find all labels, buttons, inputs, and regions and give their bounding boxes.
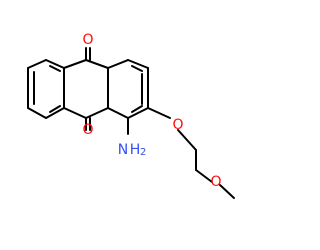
bond <box>127 107 149 119</box>
quinone-ring <box>63 47 109 131</box>
ether-bond-3 <box>195 169 213 183</box>
bond <box>45 107 65 119</box>
right-benzene-ring <box>107 59 149 119</box>
amine-hydrogen-count: 2 <box>140 147 146 158</box>
bond <box>27 59 47 69</box>
double-bond-inner <box>131 105 143 113</box>
ether-oxygen-2: O <box>210 174 221 190</box>
ketone-oxygen-top: O <box>82 32 93 48</box>
amine-hydrogen: H <box>130 142 141 158</box>
bond <box>127 59 149 69</box>
bond <box>85 59 109 69</box>
bond <box>27 107 47 119</box>
bond <box>107 107 129 119</box>
bond <box>45 59 65 69</box>
bond <box>63 107 87 119</box>
ether-bond-2 <box>177 129 197 151</box>
amine-nitrogen: N <box>118 142 128 158</box>
substituents <box>127 107 235 199</box>
left-benzene-ring <box>27 59 65 119</box>
amine-group: N H 2 <box>118 142 147 158</box>
bond <box>63 59 87 69</box>
double-bond-inner <box>131 65 143 72</box>
ketone-oxygen-bottom: O <box>82 122 93 138</box>
bond <box>107 59 129 69</box>
bond <box>85 107 109 119</box>
double-bond-inner <box>49 65 61 72</box>
ether-oxygen-1: O <box>172 117 183 133</box>
molecule-structure: O O N H 2 O O <box>27 32 235 199</box>
ether-bond-1 <box>147 107 171 119</box>
double-bond-inner <box>49 105 61 113</box>
methyl-bond <box>219 184 235 199</box>
